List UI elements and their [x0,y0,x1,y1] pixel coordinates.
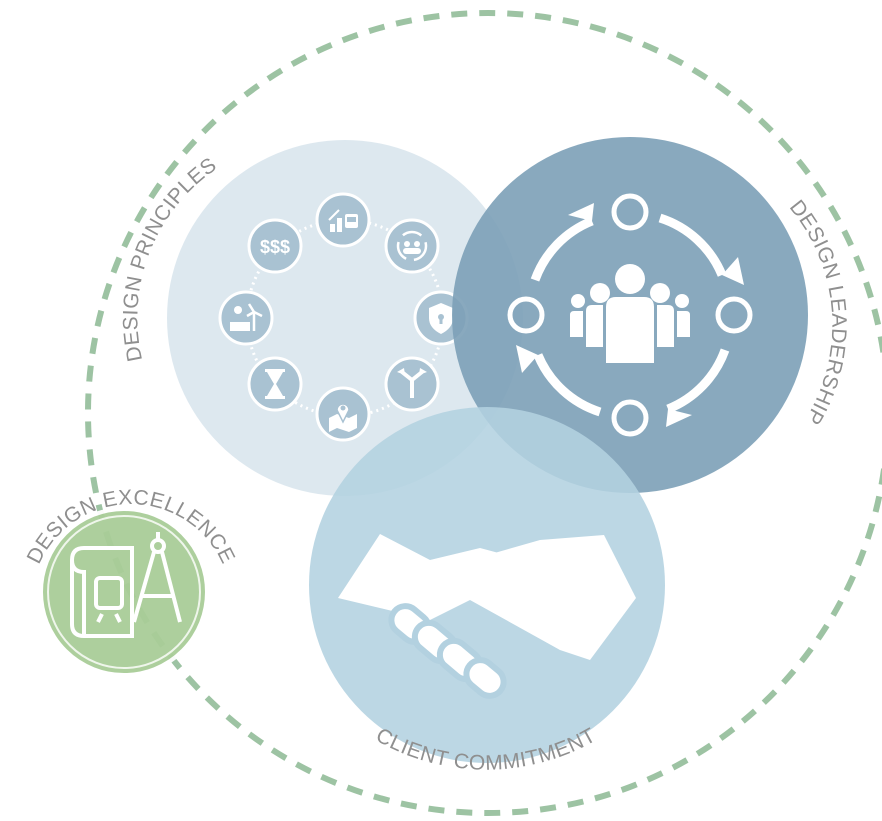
outer-dashed-ring [85,10,882,816]
renewable-energy-icon [218,290,274,346]
money-icon: $$$ [247,218,303,274]
map-pin-icon [315,386,371,442]
blueprint-compass-icon [70,532,182,638]
diverging-paths-icon [384,356,440,412]
client-commitment-group: CLIENT COMMITMENT [309,407,665,775]
handshake-icon [338,534,636,699]
design-excellence-group: DESIGN EXCELLENCE [23,486,239,677]
design-principles-group: $$$ DESIGN PRINCIPLES [119,140,523,496]
team-cycle-icon [507,193,753,437]
svg-text:$$$: $$$ [260,237,290,257]
people-cycle-icon [384,218,440,274]
hourglass-icon [247,356,303,412]
transit-growth-icon [315,192,371,248]
